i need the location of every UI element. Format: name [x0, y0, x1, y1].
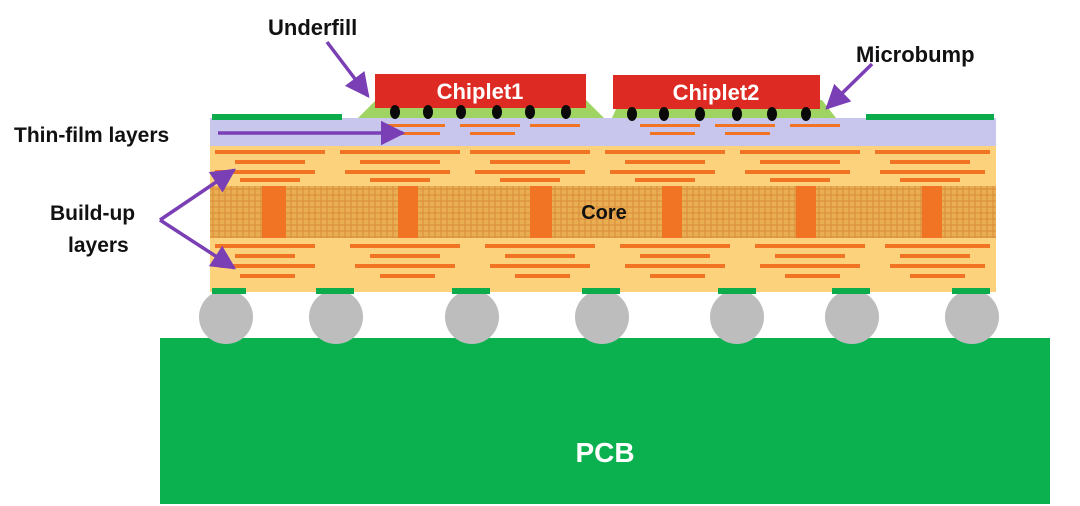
- microbump: [456, 105, 466, 119]
- pcb-board: [160, 338, 1050, 504]
- microbump: [767, 107, 777, 121]
- microbump: [695, 107, 705, 121]
- build-up-label-line2: layers: [68, 234, 129, 257]
- thin-film-label: Thin-film layers: [14, 124, 169, 147]
- microbump: [659, 107, 669, 121]
- solder-ball: [309, 290, 363, 344]
- microbump: [561, 105, 571, 119]
- solder-ball: [445, 290, 499, 344]
- build-up-traces: [215, 150, 990, 182]
- chiplet2-label: Chiplet2: [673, 80, 760, 105]
- microbump: [627, 107, 637, 121]
- substrate: [210, 114, 996, 294]
- core-label: Core: [581, 202, 627, 224]
- microbump-arrow: [825, 62, 874, 110]
- thin-film-traces: [385, 124, 840, 135]
- microbumps: [390, 105, 811, 121]
- chiplet1-label: Chiplet1: [437, 79, 524, 104]
- build-up-arrow-lower: [159, 218, 237, 270]
- chiplet2: [613, 75, 820, 109]
- lower-build-up-layers: [210, 238, 996, 292]
- microbump: [390, 105, 400, 119]
- solder-ball: [825, 290, 879, 344]
- microbump-label: Microbump: [856, 42, 975, 67]
- solder-ball: [710, 290, 764, 344]
- microbump: [492, 105, 502, 119]
- underfill-label: Underfill: [268, 15, 357, 40]
- build-up-label-line1: Build-up: [50, 202, 135, 225]
- core-layer: [210, 186, 996, 238]
- solder-ball: [199, 290, 253, 344]
- underfill-arrow: [325, 40, 370, 98]
- solder-ball: [945, 290, 999, 344]
- solder-ball: [575, 290, 629, 344]
- lower-build-up-traces: [215, 244, 990, 278]
- chiplet1: [375, 74, 586, 108]
- microbump: [525, 105, 535, 119]
- solder-balls: [199, 290, 999, 344]
- pcb-label: PCB: [575, 437, 634, 468]
- build-up-arrow-upper: [159, 168, 237, 222]
- microbump: [801, 107, 811, 121]
- microbump: [732, 107, 742, 121]
- microbump: [423, 105, 433, 119]
- callout-arrows: [159, 40, 874, 270]
